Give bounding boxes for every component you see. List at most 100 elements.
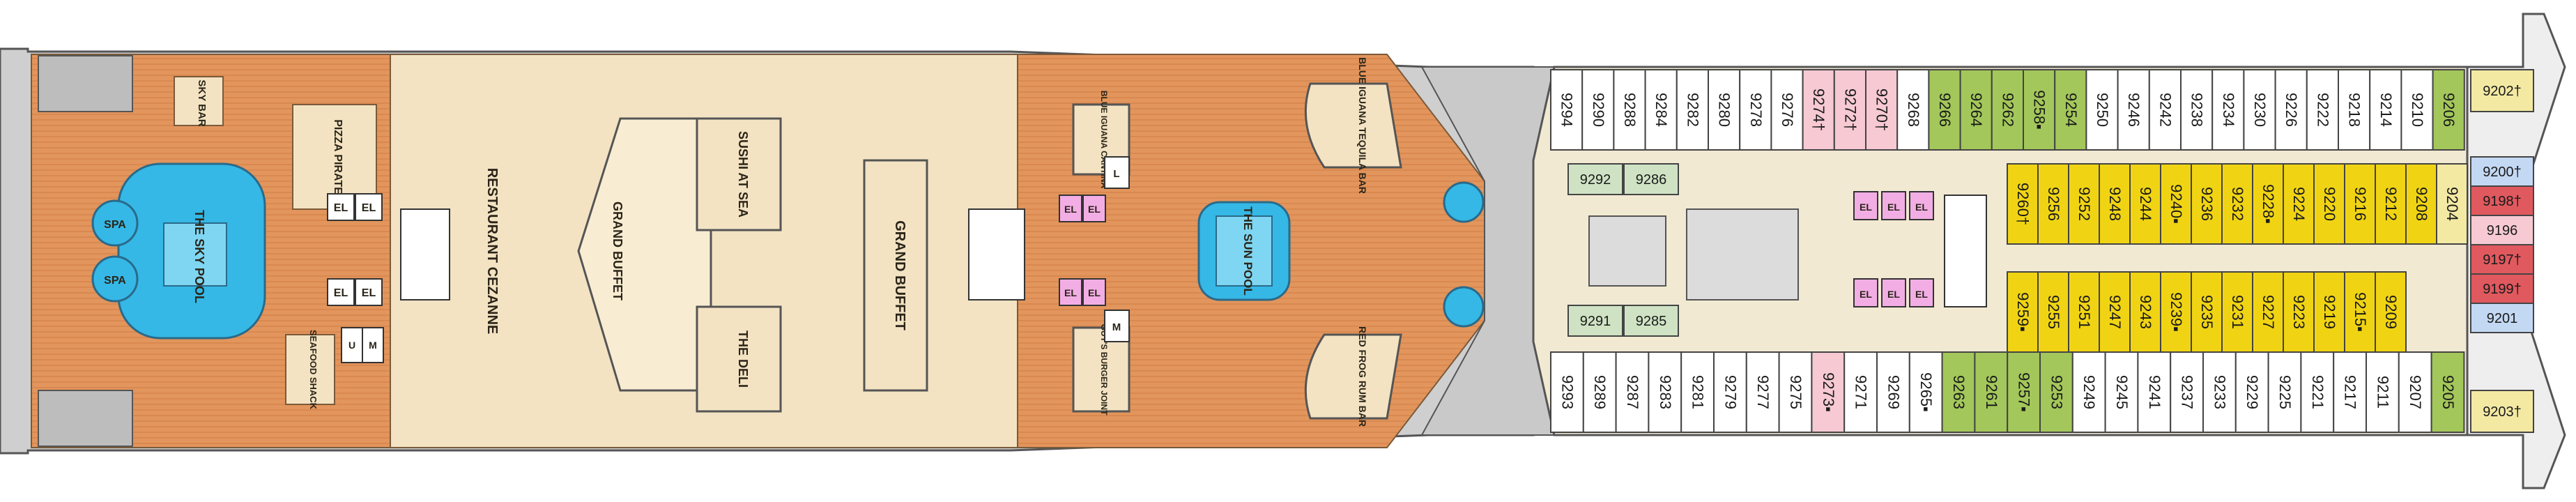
restroom-ladies[interactable] [1104, 156, 1130, 189]
cabin[interactable] [2129, 271, 2161, 353]
cabin[interactable] [1739, 69, 1772, 151]
elevator-aft-1[interactable] [327, 193, 355, 221]
cabin[interactable] [1991, 69, 2025, 151]
cabin[interactable] [2039, 351, 2073, 433]
cabin[interactable] [2313, 163, 2345, 245]
cabin[interactable] [2470, 156, 2534, 187]
cabin[interactable] [2470, 215, 2534, 245]
whirlpool-fwd-1[interactable] [1443, 181, 1485, 223]
seafood-shack[interactable] [285, 334, 335, 405]
cabin[interactable] [2400, 69, 2434, 151]
cabin[interactable] [2221, 163, 2253, 245]
cabin[interactable] [2274, 69, 2308, 151]
cabin[interactable] [2137, 351, 2172, 433]
cabin[interactable] [2054, 69, 2087, 151]
cabin[interactable] [2283, 163, 2315, 245]
cabin[interactable] [1676, 69, 1710, 151]
cabin[interactable] [2099, 163, 2131, 245]
cabin[interactable] [2470, 273, 2534, 304]
cabin[interactable] [2085, 69, 2119, 151]
cabin[interactable] [1567, 163, 1623, 195]
cabin[interactable] [1550, 351, 1584, 433]
spa-pool-2[interactable] [91, 255, 139, 303]
cabin[interactable] [2180, 69, 2214, 151]
restroom-unisex[interactable] [341, 327, 363, 363]
cabin[interactable] [1941, 351, 1976, 433]
restroom-mens-aft[interactable] [362, 327, 384, 363]
cabin[interactable] [2007, 271, 2039, 353]
cabin[interactable] [2436, 163, 2468, 245]
cabin[interactable] [2375, 271, 2407, 353]
restroom-mens[interactable] [1104, 310, 1130, 342]
cabin[interactable] [1623, 305, 1679, 337]
elevator-aft-2[interactable] [355, 193, 383, 221]
cabin[interactable] [2300, 351, 2335, 433]
cabin[interactable] [1896, 69, 1930, 151]
cabin[interactable] [2221, 271, 2253, 353]
cabin[interactable] [2470, 303, 2534, 333]
sushi-at-sea[interactable] [696, 117, 782, 231]
spa-pool-1[interactable] [91, 199, 139, 247]
blue-iguana-tequila-bar[interactable] [1304, 82, 1402, 169]
cabin[interactable] [2344, 163, 2376, 245]
elevator-cabin-2[interactable] [1881, 191, 1906, 220]
cabin[interactable] [1928, 69, 1961, 151]
cabin[interactable] [2170, 351, 2204, 433]
cabin[interactable] [1613, 69, 1646, 151]
cabin[interactable] [2344, 271, 2376, 353]
elevator-fwd-1[interactable] [1059, 195, 1082, 222]
cabin[interactable] [2068, 271, 2100, 353]
elevator-fwd-2[interactable] [1082, 195, 1106, 222]
elevator-aft-3[interactable] [327, 278, 355, 306]
cabin[interactable] [2191, 271, 2223, 353]
cabin[interactable] [2099, 271, 2131, 353]
cabin[interactable] [1811, 351, 1846, 433]
cabin[interactable] [1708, 69, 1741, 151]
elevator-aft-4[interactable] [355, 278, 383, 306]
cabin[interactable] [1778, 351, 1813, 433]
cabin[interactable] [2252, 163, 2284, 245]
cabin[interactable] [1959, 69, 1993, 151]
cabin[interactable] [2252, 271, 2284, 353]
sky-bar[interactable] [174, 76, 224, 126]
cabin[interactable] [2405, 163, 2437, 245]
cabin[interactable] [2160, 163, 2192, 245]
cabin[interactable] [1567, 305, 1623, 337]
cabin[interactable] [2191, 163, 2223, 245]
cabin[interactable] [1615, 351, 1650, 433]
elevator-cabin-4[interactable] [1853, 278, 1878, 307]
elevator-cabin-6[interactable] [1909, 278, 1934, 307]
the-deli[interactable] [696, 305, 782, 413]
cabin[interactable] [2470, 390, 2534, 433]
cabin[interactable] [1770, 69, 1804, 151]
cabin[interactable] [1623, 163, 1679, 195]
cabin[interactable] [2160, 271, 2192, 353]
cabin[interactable] [2470, 244, 2534, 275]
cabin[interactable] [2104, 351, 2139, 433]
cabin[interactable] [1582, 351, 1617, 433]
cabin[interactable] [2283, 271, 2315, 353]
cabin[interactable] [2007, 351, 2041, 433]
grand-buffet-right[interactable] [863, 159, 928, 392]
cabin[interactable] [2037, 271, 2069, 353]
cabin[interactable] [2470, 69, 2534, 112]
elevator-fwd-3[interactable] [1059, 278, 1082, 306]
cabin[interactable] [2338, 69, 2371, 151]
cabin[interactable] [1680, 351, 1715, 433]
cabin[interactable] [1876, 351, 1910, 433]
elevator-cabin-1[interactable] [1853, 191, 1878, 220]
cabin[interactable] [1833, 69, 1867, 151]
whirlpool-fwd-2[interactable] [1443, 286, 1485, 328]
red-frog-rum-bar[interactable] [1304, 333, 1402, 420]
elevator-cabin-5[interactable] [1881, 278, 1906, 307]
cabin[interactable] [2148, 69, 2182, 151]
cabin[interactable] [2470, 185, 2534, 216]
cabin[interactable] [1865, 69, 1899, 151]
cabin[interactable] [2432, 69, 2465, 151]
pizza-pirate[interactable] [292, 104, 377, 210]
cabin[interactable] [2306, 69, 2340, 151]
cabin[interactable] [2430, 351, 2465, 433]
cabin[interactable] [1908, 351, 1943, 433]
cabin[interactable] [1745, 351, 1780, 433]
cabin[interactable] [2313, 271, 2345, 353]
